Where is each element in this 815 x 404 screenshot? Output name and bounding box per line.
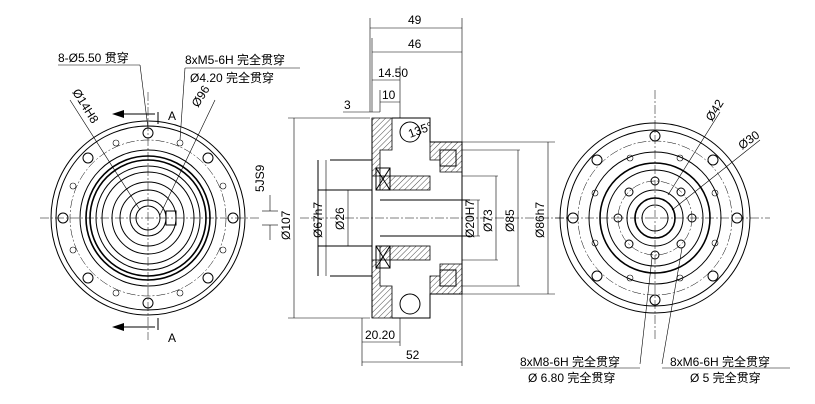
label-m6-drill: Ø 5 完全贯穿 [690,370,761,385]
front-holes-threaded [69,139,227,297]
dim-26: Ø26 [333,207,347,230]
side-view [288,18,570,366]
dim-14-50: 14.50 [378,66,408,80]
label-holes-outer: 8-Ø5.50 贯穿 [58,50,129,65]
dim-3: 3 [344,98,351,112]
label-section-bottom: A [168,331,176,345]
label-thread-drill: Ø4.20 完全贯穿 [190,70,274,85]
label-section-top: A [168,109,176,123]
label-keyway: 5JS9 [253,164,267,192]
dim-49: 49 [408,13,422,27]
dim-46: 46 [408,37,422,51]
dim-107: Ø107 [279,210,293,240]
dim-67h7: Ø67h7 [311,202,325,238]
dim-86h7: Ø86h7 [533,202,547,238]
label-m6-thread: 8xM6-6H 完全贯穿 [670,354,770,369]
dim-73: Ø73 [481,209,495,232]
dim-20-20: 20.20 [365,328,395,342]
label-thread: 8xM5-6H 完全贯穿 [185,52,285,67]
front-view [40,64,300,340]
dim-20h7: Ø20H7 [463,200,477,238]
label-bore-dia: Ø14H8 [69,86,101,126]
dim-10: 10 [382,88,396,102]
label-m8-thread: 8xM8-6H 完全贯穿 [520,354,620,369]
dim-52: 52 [406,348,420,362]
rear-view [520,90,790,369]
rear-holes-m8 [613,176,697,260]
label-m8-drill: Ø 6.80 完全贯穿 [528,370,615,385]
front-holes-outer [57,127,239,309]
dim-42: Ø42 [703,97,727,124]
rear-holes-outer [567,130,743,306]
dim-85: Ø85 [503,209,517,232]
label-bolt-circle: Ø96 [189,83,213,110]
